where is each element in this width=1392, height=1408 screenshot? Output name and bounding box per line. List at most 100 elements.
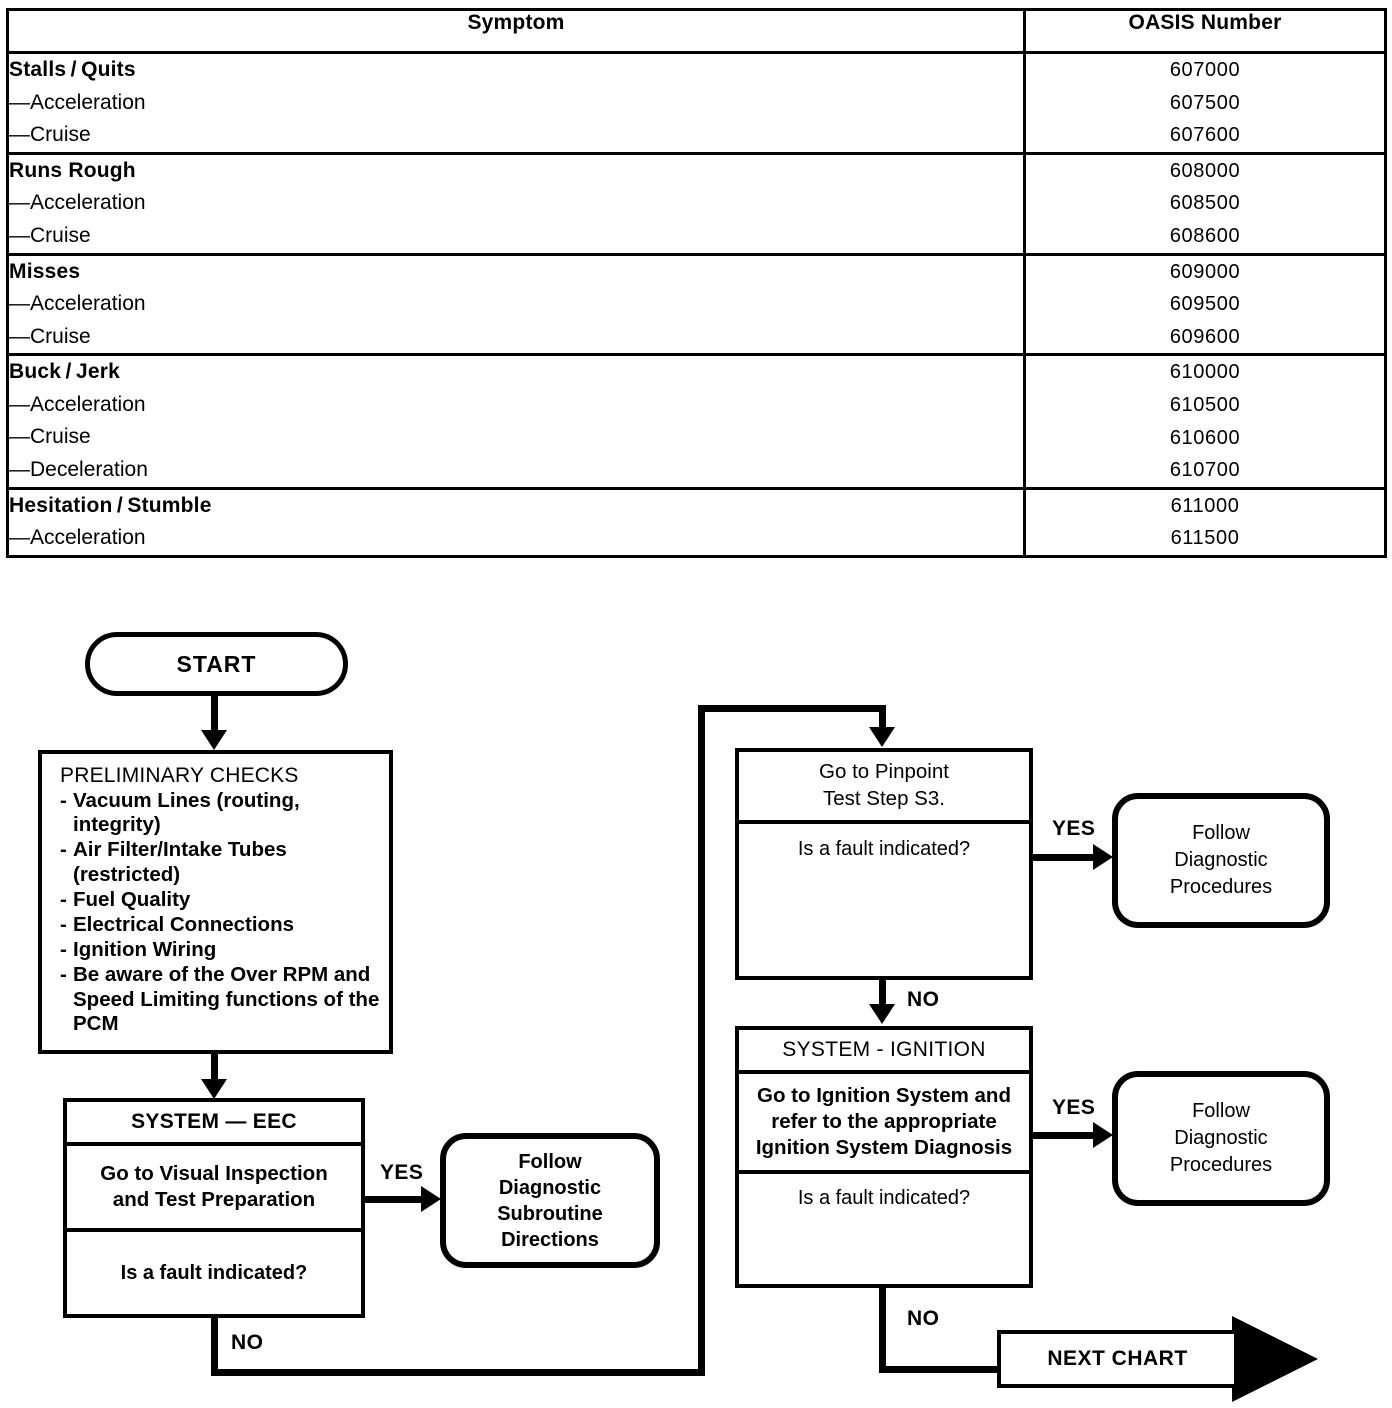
preliminary-check-item: -Ignition Wiring <box>60 938 381 962</box>
pinpoint-test-box: Go to Pinpoint Test Step S3. Is a fault … <box>735 748 1033 980</box>
system-ignition-question: Is a fault indicated? <box>797 1187 971 1209</box>
symptom-cell: Hesitation / Stumble—Acceleration <box>6 486 1026 558</box>
oasis-number: 611500 <box>1170 527 1240 550</box>
connector-ignition-yes <box>1033 1132 1097 1139</box>
preliminary-check-text: Vacuum Lines (routing, integrity) <box>73 789 300 837</box>
start-label: START <box>176 650 257 677</box>
arrowhead-pinpoint-no <box>869 1004 895 1024</box>
bullet-dash-icon: - <box>60 912 67 936</box>
oasis-number: 608000 <box>1169 159 1241 182</box>
preliminary-check-text: Fuel Quality <box>73 887 191 911</box>
oasis-cell: 610000 610500 610600 610700 <box>1023 353 1387 490</box>
preliminary-checks-list: -Vacuum Lines (routing, integrity)-Air F… <box>60 789 381 1036</box>
oasis-number: 610500 <box>1169 393 1241 416</box>
symptom-cell: Misses—Acceleration—Cruise <box>6 252 1026 357</box>
symptom-oasis-table: Symptom OASIS Number Stalls / Quits—Acce… <box>6 8 1387 558</box>
system-eec-action: Go to Visual Inspection and Test Prepara… <box>67 1146 361 1232</box>
symptom-sub-item: —Acceleration <box>9 191 146 215</box>
arrowhead-pinpoint-yes <box>1093 844 1113 870</box>
system-ignition-box: SYSTEM - IGNITION Go to Ignition System … <box>735 1026 1033 1288</box>
arrowhead-ignition-yes <box>1093 1122 1113 1148</box>
ignition-yes-label: YES <box>1052 1096 1096 1119</box>
connector-ignition-no-vertical <box>879 1288 886 1373</box>
bullet-dash-icon: - <box>60 887 67 911</box>
bullet-dash-icon: - <box>60 963 67 987</box>
ignition-outcome-box: Follow Diagnostic Procedures <box>1112 1071 1330 1206</box>
symptom-sub-item: —Deceleration <box>9 457 148 481</box>
oasis-cell: 607000 607500 607600 <box>1023 51 1387 155</box>
eec-outcome-box: Follow Diagnostic Subroutine Directions <box>440 1133 660 1268</box>
connector-eec-no-horizontal <box>211 1369 705 1376</box>
bullet-dash-icon: - <box>60 789 67 812</box>
symptom-group-name: Buck / Jerk <box>9 360 121 384</box>
arrowhead-start-to-preliminary <box>201 730 227 750</box>
symptom-group-name: Hesitation / Stumble <box>9 493 212 517</box>
oasis-number: 608600 <box>1169 224 1241 247</box>
symptom-sub-item: —Acceleration <box>9 292 146 316</box>
symptom-group-name: Misses <box>9 259 81 283</box>
preliminary-check-text: Be aware of the Over RPM and Speed Limit… <box>73 963 380 1035</box>
symptom-sub-item: —Cruise <box>9 425 91 449</box>
arrowhead-loop-into-pinpoint <box>869 727 895 747</box>
oasis-cell: 611000 611500 <box>1023 486 1387 558</box>
oasis-cell: 609000 609500 609600 <box>1023 252 1387 357</box>
oasis-number: 607500 <box>1169 91 1241 114</box>
preliminary-checks-title: PRELIMINARY CHECKS <box>60 764 299 787</box>
symptom-sub-item: —Cruise <box>9 223 91 247</box>
connector-eec-yes <box>365 1196 425 1203</box>
system-eec-header: SYSTEM — EEC <box>67 1102 361 1146</box>
connector-pinpoint-no <box>879 980 886 1008</box>
connector-preliminary-to-eec <box>211 1054 218 1084</box>
preliminary-check-item: -Be aware of the Over RPM and Speed Limi… <box>60 963 381 1036</box>
bullet-dash-icon: - <box>60 938 67 962</box>
next-chart-box: NEXT CHART <box>997 1330 1238 1388</box>
oasis-number: 609600 <box>1169 325 1241 348</box>
next-chart-arrowhead <box>1232 1316 1318 1402</box>
preliminary-checks-box: PRELIMINARY CHECKS -Vacuum Lines (routin… <box>38 750 393 1054</box>
oasis-number: 610600 <box>1169 426 1241 449</box>
connector-pinpoint-yes <box>1033 854 1097 861</box>
oasis-number: 609000 <box>1169 260 1241 283</box>
symptom-group-name: Stalls / Quits <box>9 58 136 81</box>
pinpoint-no-label: NO <box>907 988 940 1011</box>
eec-no-label: NO <box>231 1331 264 1354</box>
connector-start-to-preliminary <box>211 696 218 732</box>
system-eec-box: SYSTEM — EEC Go to Visual Inspection and… <box>63 1098 365 1318</box>
connector-eec-no-vertical <box>211 1314 218 1376</box>
table-header-row: Symptom OASIS Number <box>6 8 1387 54</box>
preliminary-check-item: -Electrical Connections <box>60 913 381 937</box>
symptom-cell: Stalls / Quits—Acceleration—Cruise <box>6 51 1026 155</box>
symptom-sub-item: —Acceleration <box>9 392 146 416</box>
column-header-symptom: Symptom <box>6 8 1026 54</box>
preliminary-check-item: -Air Filter/Intake Tubes (restricted) <box>60 838 381 886</box>
table-row: Buck / Jerk —Acceleration —Cruise —Decelera… <box>6 353 1387 490</box>
arrowhead-preliminary-to-eec <box>201 1079 227 1099</box>
oasis-number: 609500 <box>1169 293 1241 316</box>
preliminary-check-text: Electrical Connections <box>73 912 295 936</box>
start-terminator: START <box>85 632 348 696</box>
connector-ignition-no-horizontal <box>879 1366 1001 1373</box>
symptom-sub-item: —Cruise <box>9 123 91 147</box>
pinpoint-test-question: Is a fault indicated? <box>797 838 971 860</box>
connector-loop-horizontal <box>698 705 886 712</box>
preliminary-check-text: Ignition Wiring <box>73 938 217 962</box>
symptom-cell: Runs Rough—Acceleration—Cruise <box>6 151 1026 256</box>
oasis-number: 607000 <box>1169 59 1241 81</box>
oasis-cell: 608000 608500 608600 <box>1023 151 1387 256</box>
connector-loop-vertical <box>698 705 705 1376</box>
oasis-number: 611000 <box>1170 494 1240 517</box>
oasis-number: 610700 <box>1169 459 1241 482</box>
eec-yes-label: YES <box>380 1161 424 1184</box>
preliminary-check-text: Air Filter/Intake Tubes (restricted) <box>73 838 287 886</box>
oasis-number: 607600 <box>1169 124 1241 147</box>
oasis-number: 608500 <box>1169 192 1241 215</box>
symptom-cell: Buck / Jerk —Acceleration —Cruise —Decelera… <box>6 353 1026 490</box>
oasis-number: 610000 <box>1169 361 1241 384</box>
system-eec-question: Is a fault indicated? <box>120 1261 308 1284</box>
